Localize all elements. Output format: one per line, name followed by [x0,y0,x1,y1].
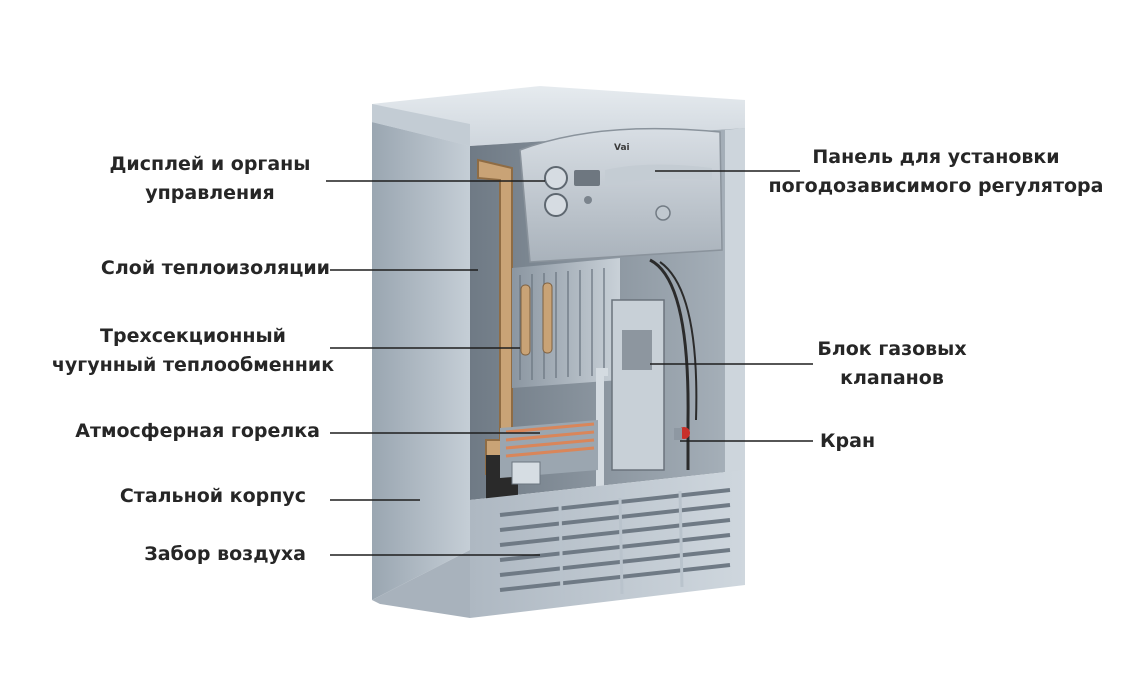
control-knob-1 [544,166,568,190]
leader-lines [326,170,813,556]
label-tap: Кран [820,430,876,452]
air-intake-grille [470,470,745,618]
casing-left-side [372,122,470,600]
heat-exchanger [512,258,620,388]
air-intake-slots [499,488,731,592]
exchanger-fins [519,268,605,380]
label-gas-valves: Блок газовых клапанов [817,338,967,389]
label-burner: Атмосферная горелка [75,420,320,442]
gas-valve-block [611,299,665,471]
burner-flames [505,422,595,458]
control-panel [519,127,723,263]
label-housing: Стальной корпус [119,485,306,507]
label-exchanger: Трехсекционный чугунный теплообменник [51,325,335,376]
label-insulation: Слой теплоизоляции [100,257,330,279]
label-air-intake: Забор воздуха [144,543,306,565]
display-screen [574,170,600,186]
label-display: Дисплей и органы управления [109,153,311,204]
control-knob-2 [544,193,568,217]
label-panel: Панель для установки погодозависимого ре… [768,146,1104,197]
brand-mark: Vai [614,143,630,153]
